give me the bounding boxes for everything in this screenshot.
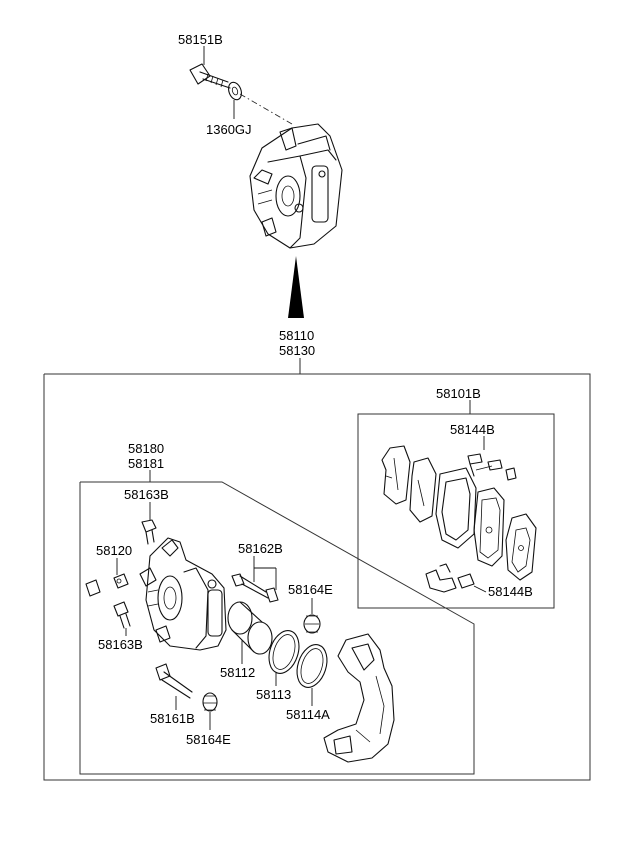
label-58161B: 58161B [150,711,195,726]
bleeder-58120[interactable] [85,558,129,597]
label-58180: 58180 [128,441,164,456]
caliper-body[interactable] [139,537,227,651]
outer-assembly-box [43,373,591,781]
label-58163B-lower: 58163B [98,637,143,652]
label-58120: 58120 [96,543,132,558]
label-58144B-top: 58144B [450,422,495,437]
pad-kit-box [357,413,555,609]
label-58162B: 58162B [238,541,283,556]
caliper-bracket[interactable] [323,633,395,763]
label-58113: 58113 [256,687,291,702]
caliper-assembly-58110[interactable] [249,123,343,249]
label-58112: 58112 [220,665,255,680]
shim-clips-bottom[interactable] [425,563,487,593]
label-58110: 58110 [279,328,314,343]
label-58151B: 58151B [178,32,223,47]
label-58163B-upper: 58163B [124,487,169,502]
boot-58164E-bottom[interactable] [202,692,218,730]
label-58114A: 58114A [286,707,330,722]
piston-58112[interactable] [227,601,273,664]
seal-58113[interactable] [264,627,304,686]
bolt-58163B-upper[interactable] [141,519,157,545]
boot-58164E-right[interactable] [303,598,321,634]
bolt-58151B[interactable] [189,46,231,89]
label-58164E-bottom: 58164E [186,732,231,747]
guide-bolt-58161B[interactable] [155,663,193,710]
label-58181: 58181 [128,456,164,471]
caliper-box [79,481,475,775]
label-1360GJ: 1360GJ [206,122,252,137]
label-58144B-bottom: 58144B [488,584,533,599]
label-58101B: 58101B [436,386,481,401]
pointer-wedge [288,256,304,318]
dust-boot-58114A[interactable] [292,641,332,706]
washer-1360GJ[interactable] [226,80,243,119]
shim-clips-top[interactable] [467,453,517,481]
label-58130: 58130 [279,343,315,358]
bolt-58163B-lower[interactable] [113,601,131,636]
label-58164E-right: 58164E [288,582,333,597]
brake-pads[interactable] [381,445,537,581]
guide-pins-58162B[interactable] [231,556,279,603]
